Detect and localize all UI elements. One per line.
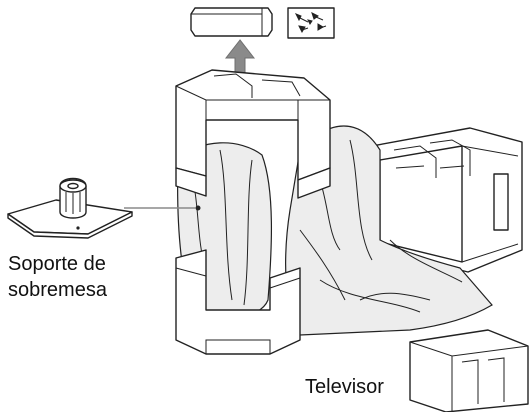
- table-top-stand: [8, 179, 132, 239]
- remote-control-icon: [191, 8, 272, 36]
- television-label: Televisor: [305, 375, 384, 399]
- stand-label-line2: sobremesa: [8, 278, 107, 302]
- screws-bag-icon: [288, 8, 334, 38]
- bottom-right-foam-cushion: [410, 330, 528, 412]
- stand-label-line1: Soporte de: [8, 252, 106, 276]
